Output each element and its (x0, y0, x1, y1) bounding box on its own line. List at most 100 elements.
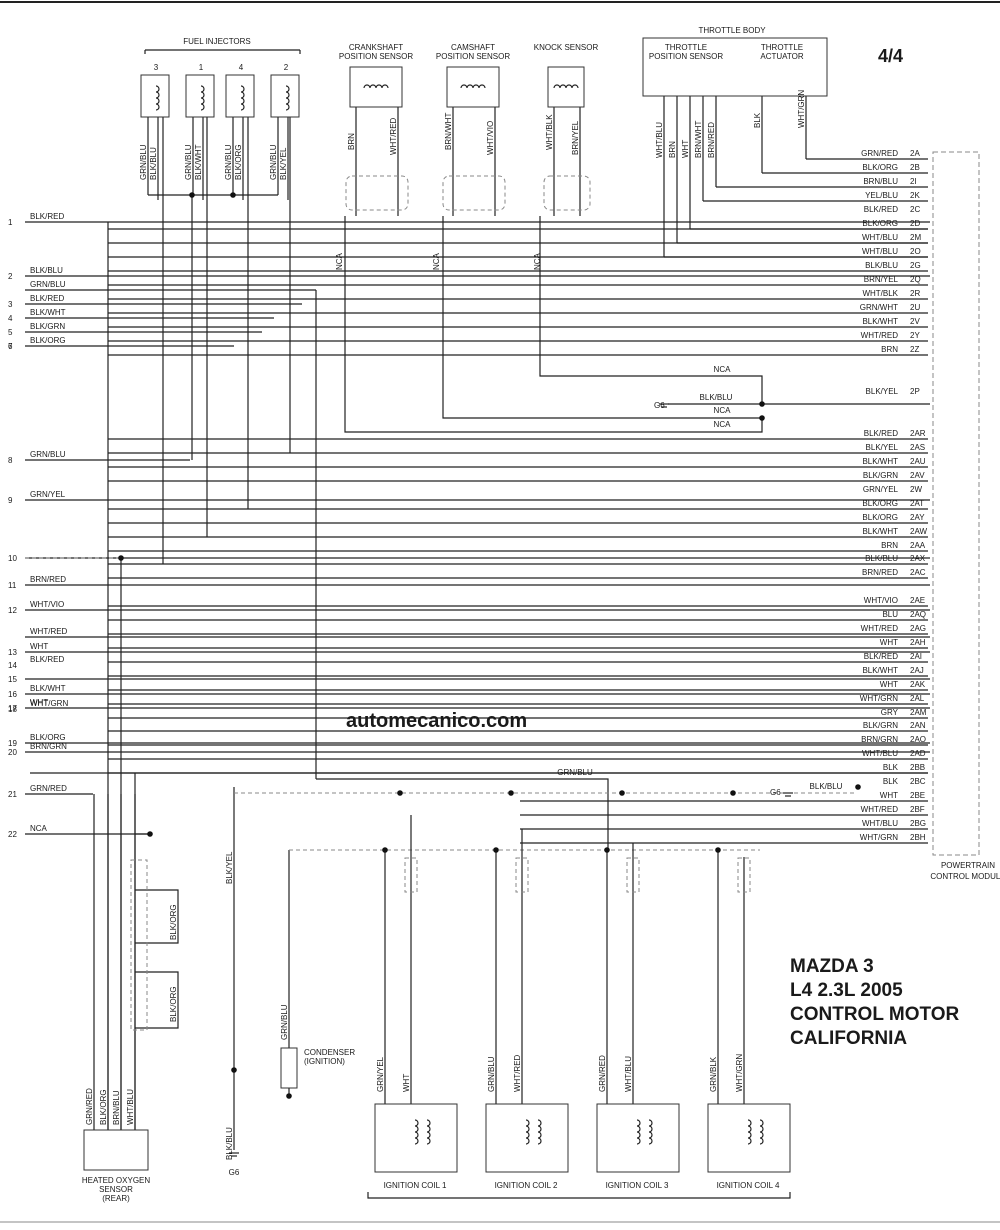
pcm-pin-id: 2K (910, 191, 920, 200)
actuator-wire-label: WHT/GRN (797, 90, 806, 128)
pcm-wire-color: GRN/RED (861, 149, 898, 158)
component-layer (83, 37, 980, 1173)
tps-label: THROTTLE (665, 43, 707, 52)
coil-winding (525, 1119, 530, 1145)
page-number: 4/4 (878, 46, 903, 66)
shield-outline (737, 857, 751, 893)
splice-dot (286, 1093, 292, 1099)
oxygen-sensor-label: HEATED OXYGEN (82, 1176, 151, 1185)
oxygen-loop-wire (135, 971, 179, 1029)
shield-outline (626, 857, 640, 893)
line-number: 17 (8, 704, 17, 713)
pcm-wire-color: BLK/YEL (866, 387, 899, 396)
condenser-wire-label: GRN/BLU (280, 1004, 289, 1040)
line-number: 3 (8, 300, 13, 309)
pcm-pin-id: 2AE (910, 596, 925, 605)
injector-wire-label: BLK/ORG (234, 144, 243, 180)
ground-label: G6 (654, 401, 665, 410)
pcm-pin-id: 2B (910, 163, 920, 172)
oxygen-sensor-wire-label: GRN/RED (85, 1088, 94, 1125)
oxygen-loop-label: BLK/ORG (169, 904, 178, 940)
pcm-wire-color: BLK (883, 763, 899, 772)
wire-color: BLK/YEL (225, 851, 234, 884)
label-layer: 4/4 automecanico.com MAZDA 3 L4 2.3L 200… (8, 26, 1000, 1203)
left-wire-color: WHT (30, 642, 48, 651)
pcm-wire-color: BLK/ORG (862, 163, 898, 172)
knock-sensor-label: KNOCK SENSOR (534, 43, 599, 52)
injector-number: 3 (154, 63, 159, 72)
pcm-pin-id: 2BG (910, 819, 926, 828)
line-number: 6 (8, 342, 13, 351)
splice-dot (759, 401, 765, 407)
shield-outline (543, 175, 591, 211)
line-number: 12 (8, 606, 17, 615)
splice-dot (715, 847, 721, 853)
coil-winding (648, 1119, 653, 1145)
pcm-pin-id: 2BF (910, 805, 925, 814)
ignition-coil-label: IGNITION COIL 1 (384, 1181, 447, 1190)
tps-wire-label: BRN (668, 141, 677, 158)
fuel-injector (185, 74, 215, 118)
splice-dot (397, 790, 403, 796)
actuator-label: ACTUATOR (760, 52, 803, 61)
left-wire-color: BLK/RED (30, 212, 64, 221)
condenser-label: CONDENSER (304, 1048, 355, 1057)
left-wire-color: BRN/GRN (30, 742, 67, 751)
oxygen-sensor-wire-label: WHT/BLU (126, 1089, 135, 1125)
condenser-label: (IGNITION) (304, 1057, 345, 1066)
actuator-wire-label: BLK (753, 112, 762, 128)
splice-dot (189, 192, 195, 198)
coil-wire-label: WHT/RED (513, 1054, 522, 1092)
pcm-wire-color: GRY (881, 708, 899, 717)
shield-drain (539, 216, 763, 404)
pcm-pin-id: 2R (910, 289, 920, 298)
line-number: 7 (8, 342, 13, 351)
pcm-wire-color: WHT/BLU (862, 749, 898, 758)
pcm-pin-id: 2AJ (910, 666, 924, 675)
pcm-pin-id: 2AW (910, 527, 927, 536)
injector-wire-label: GRN/BLU (184, 144, 193, 180)
throttle-body-label: THROTTLE BODY (698, 26, 766, 35)
oxygen-loop-label: BLK/ORG (169, 986, 178, 1022)
splice-dot (147, 831, 153, 837)
pcm-wire-color: BLK/WHT (862, 527, 898, 536)
pcm-wire-color: BLK/WHT (862, 317, 898, 326)
pcm-wire-color: BRN/BLU (863, 177, 898, 186)
wire-color: BLK/BLU (225, 1127, 234, 1160)
line-number: 20 (8, 748, 17, 757)
left-wire-color: GRN/BLU (30, 450, 66, 459)
wire-layer (25, 49, 930, 1199)
splice-dot (382, 847, 388, 853)
throttle-body (642, 37, 828, 97)
pcm-pin-id: 2AD (910, 749, 926, 758)
line-number: 10 (8, 554, 17, 563)
line-number: 8 (8, 456, 13, 465)
left-wire-color: WHT (30, 698, 48, 707)
injector-wire-label: BLK/BLU (149, 147, 158, 180)
injector-coil (155, 85, 160, 111)
pcm-wire-color: BLK (883, 777, 899, 786)
pcm-pin-id: 2AH (910, 638, 926, 647)
pcm-wire-color: BLK/RED (864, 429, 898, 438)
left-wire-color: GRN/RED (30, 784, 67, 793)
pcm-wire-color: BLK/GRN (863, 471, 898, 480)
pcm-wire-color: BRN/GRN (861, 735, 898, 744)
pcm-pin-id: 2BB (910, 763, 925, 772)
pcm-wire-color: BLK/BLU (865, 554, 898, 563)
pcm-pin-id: 2BC (910, 777, 926, 786)
sensor-wire-label: BRN/WHT (444, 113, 453, 150)
pcm-pin-id: 2AR (910, 429, 926, 438)
camshaft-position-sensor-label: POSITION SENSOR (436, 52, 510, 61)
splice-dot (855, 784, 861, 790)
coil-wire-label: GRN/RED (598, 1055, 607, 1092)
pcm-wire-color: WHT (880, 791, 898, 800)
left-wire-color: BLK/ORG (30, 336, 66, 345)
pcm-wire-color: BLK/BLU (865, 261, 898, 270)
coil-wire-label: WHT/BLU (624, 1056, 633, 1092)
splice-dot (118, 555, 124, 561)
pcm-wire-color: WHT/RED (861, 805, 899, 814)
injector-wire-label: BLK/YEL (279, 147, 288, 180)
pcm-pin-id: 2AY (910, 513, 925, 522)
coil-winding (636, 1119, 641, 1145)
left-wire-color: WHT/VIO (30, 600, 64, 609)
